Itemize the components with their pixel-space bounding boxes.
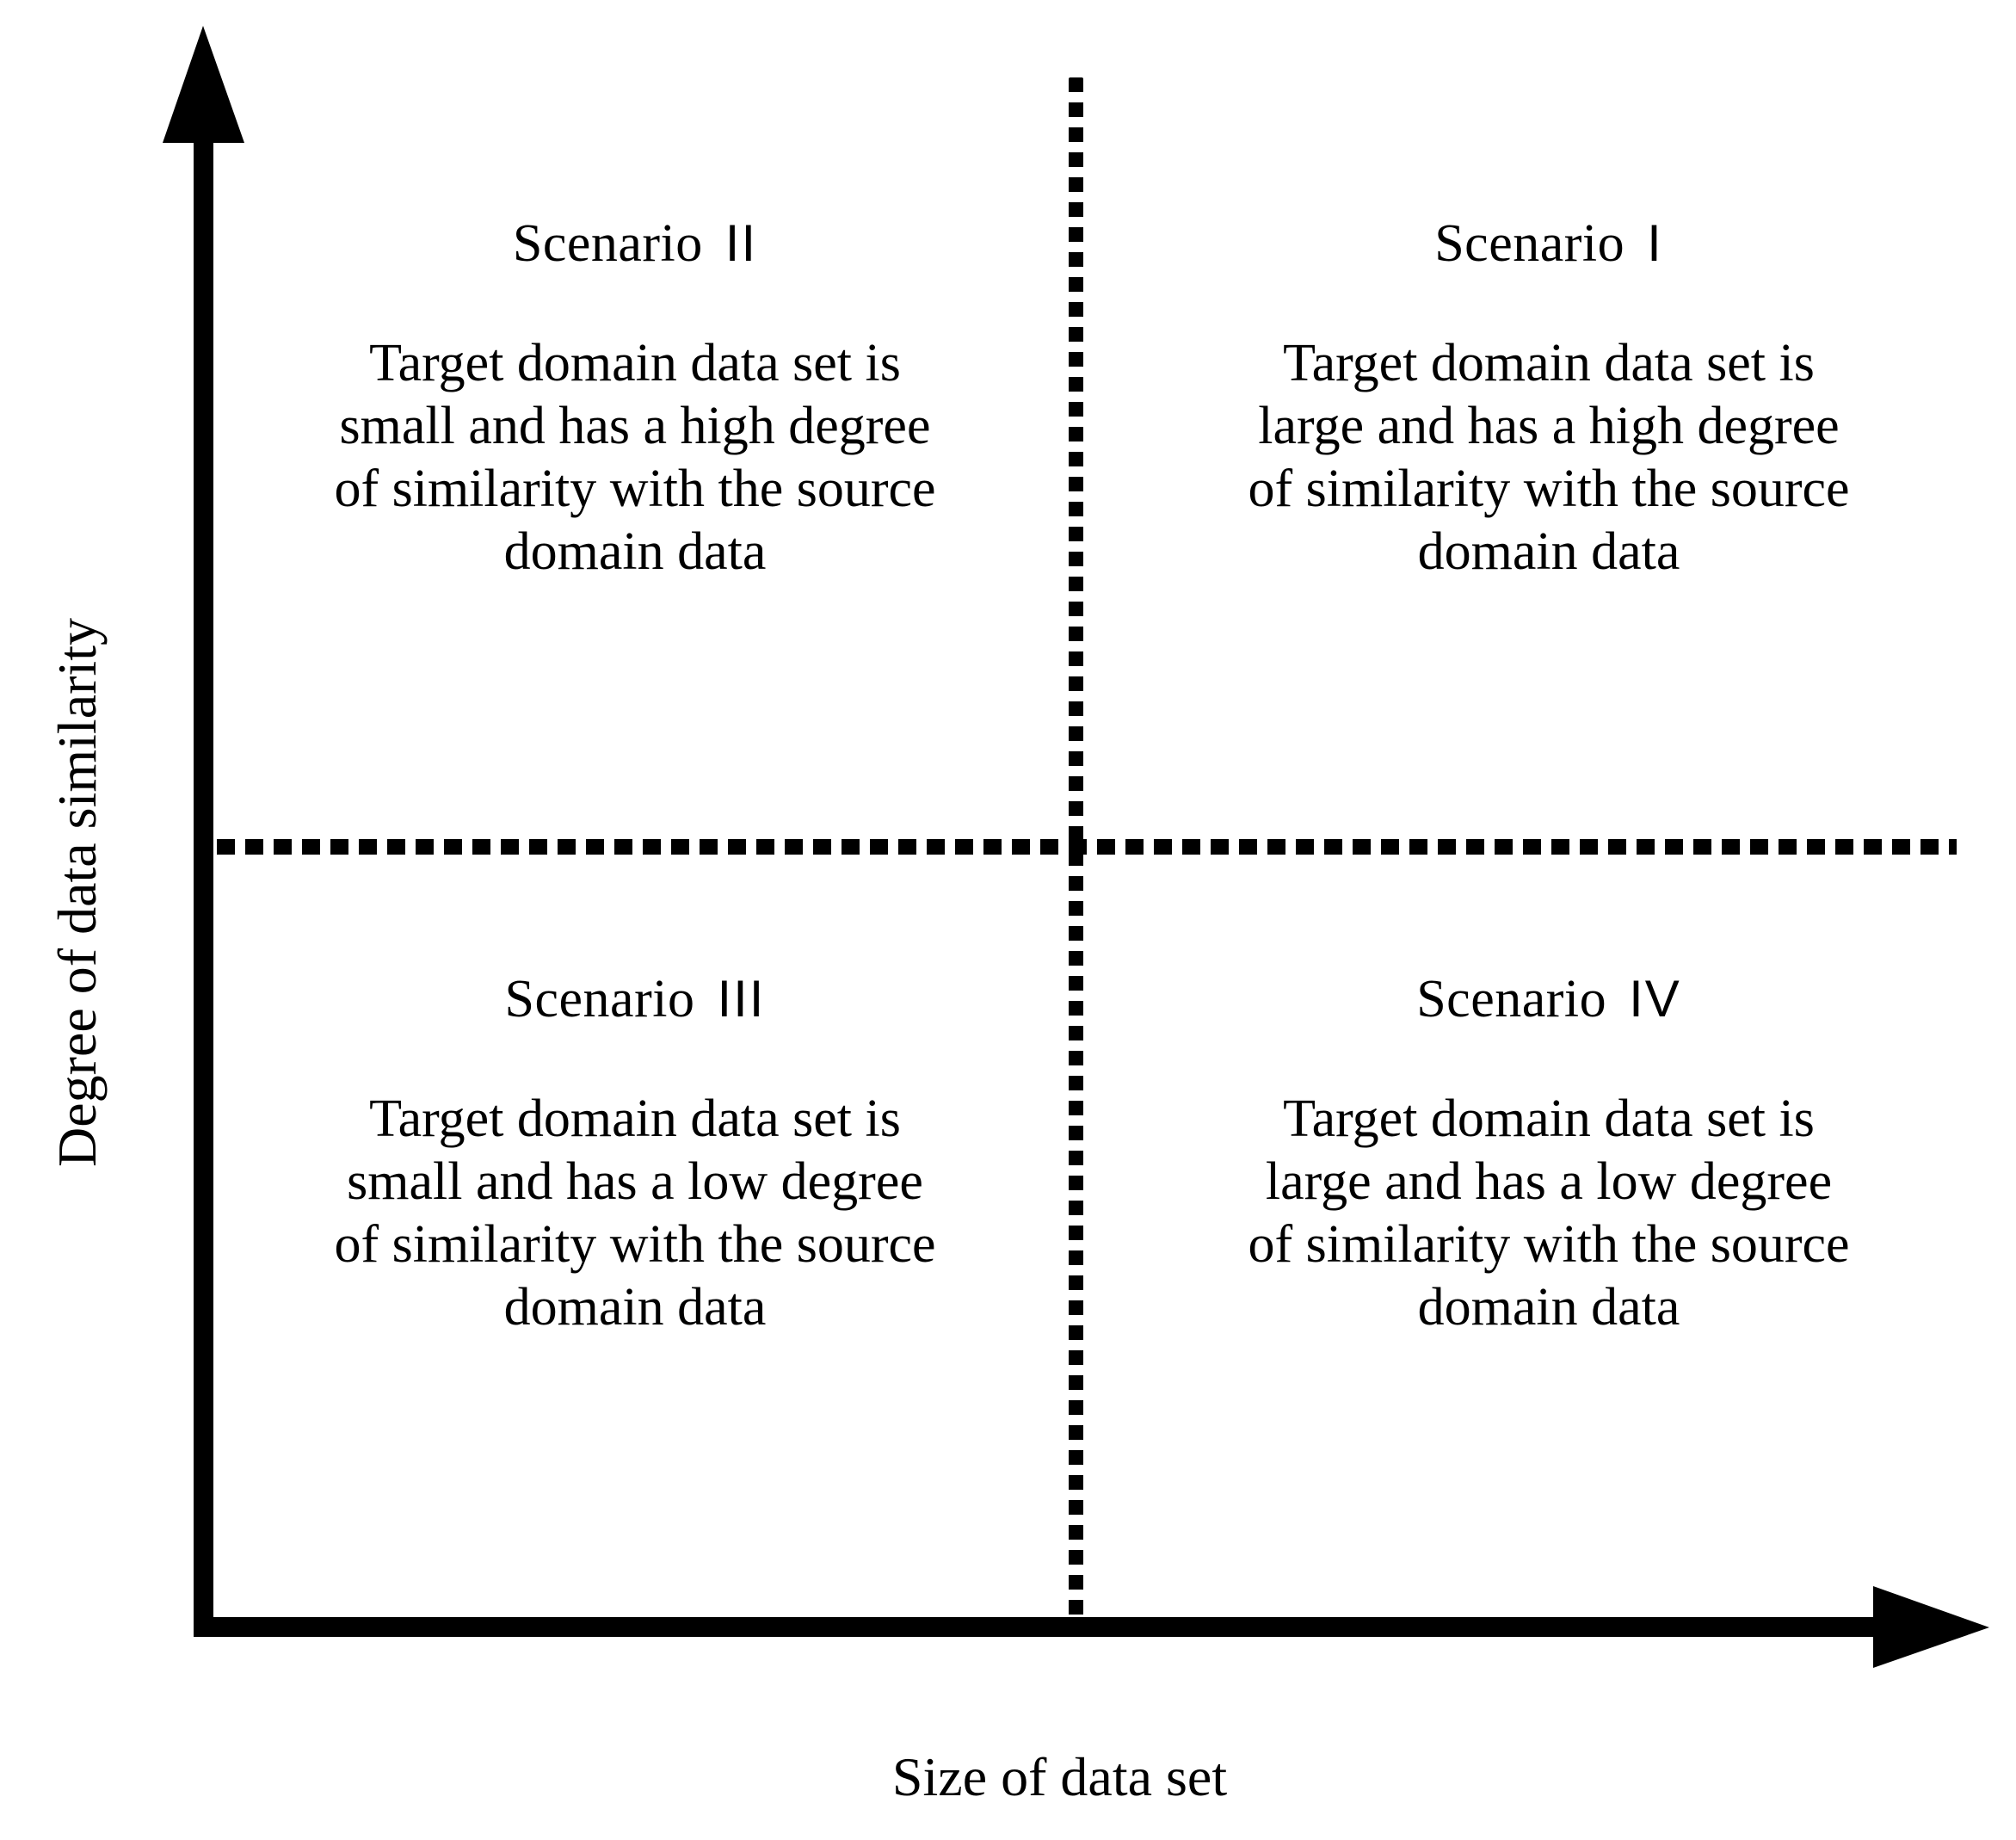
- y-axis-label: Degree of data similarity: [46, 618, 108, 1167]
- quadrant-2-title-text: Scenario: [512, 214, 703, 273]
- horizontal-divider: [217, 839, 1957, 855]
- quadrant-1-title: Scenario I: [1119, 217, 1979, 270]
- x-axis-shaft: [194, 1617, 1878, 1637]
- arrow-right-icon: [1873, 1586, 1989, 1668]
- quadrant-3-numeral: III: [717, 970, 766, 1028]
- quadrant-3-bottom-left: Scenario III Target domain data set is sm…: [222, 972, 1048, 1340]
- quadrant-4-numeral: IV: [1629, 970, 1681, 1028]
- y-axis-shaft: [194, 138, 213, 1637]
- quadrant-3-body: Target domain data set is small and has …: [334, 1090, 936, 1337]
- quadrant-1-body: Target domain data set is large and has …: [1248, 334, 1850, 582]
- quadrant-4-title-text: Scenario: [1416, 970, 1607, 1028]
- quadrant-1-title-text: Scenario: [1434, 214, 1625, 273]
- x-axis-label: Size of data set: [0, 1745, 2016, 1809]
- quadrant-2-top-left: Scenario II Target domain data set is sma…: [222, 217, 1048, 584]
- quadrant-1-numeral: I: [1647, 214, 1663, 272]
- quadrant-2-title: Scenario II: [222, 217, 1048, 270]
- quadrant-4-title: Scenario IV: [1119, 972, 1979, 1026]
- quadrant-3-title: Scenario III: [222, 972, 1048, 1026]
- quadrant-2-numeral: II: [724, 214, 758, 272]
- quadrant-2-body: Target domain data set is small and has …: [334, 334, 936, 582]
- quadrant-4-body: Target domain data set is large and has …: [1248, 1090, 1850, 1337]
- quadrant-1-top-right: Scenario I Target domain data set is larg…: [1119, 217, 1979, 584]
- quadrant-4-bottom-right: Scenario IV Target domain data set is lar…: [1119, 972, 1979, 1340]
- x-axis-label-text: Size of data set: [891, 1746, 1228, 1807]
- quadrant-3-title-text: Scenario: [504, 970, 695, 1028]
- arrow-up-icon: [163, 26, 244, 143]
